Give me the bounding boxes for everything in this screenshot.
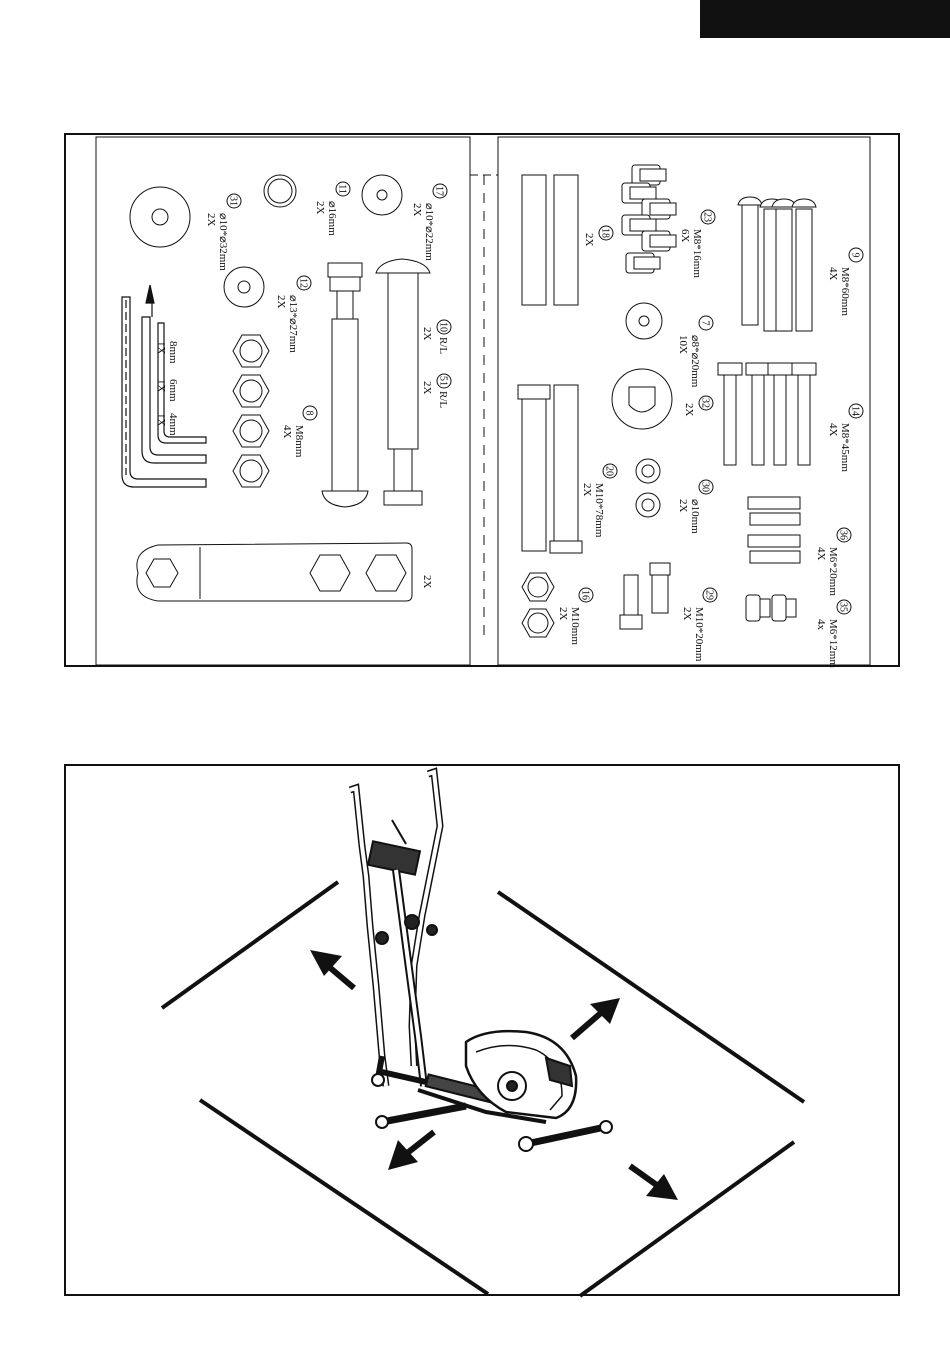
part-size-9: M8*60mm [839, 267, 851, 316]
arrow-down-left-icon [388, 1132, 434, 1170]
part-number-9: 9 [850, 253, 861, 258]
allen-key-qty-4: 1X [155, 413, 167, 427]
part-number-51: 51 [438, 376, 449, 386]
part-qty-32: 2X [683, 403, 695, 417]
wrench-tool [137, 543, 412, 601]
axle-bolt-10 [322, 263, 368, 507]
part-size-29: M10*20mm [693, 607, 705, 662]
plates-18 [522, 175, 578, 305]
arrow-up-right-icon [572, 998, 620, 1038]
bolts-29 [620, 563, 670, 629]
part-size-11: ⌀16mm [326, 201, 338, 236]
part-size-30: ⌀10mm [689, 499, 701, 534]
wrench-qty: 2X [421, 575, 433, 589]
part-qty-12: 2X [275, 295, 287, 309]
floor-line-top-left [162, 882, 338, 1008]
part-qty-36: 4X [815, 547, 827, 561]
arrow-down-right-icon [630, 1166, 678, 1200]
part-qty-20: 2X [581, 483, 593, 497]
part-size-20: M10*78mm [593, 483, 605, 538]
bolts-14 [718, 363, 816, 465]
nuts-16 [522, 573, 554, 637]
part-qty-17: 2X [411, 203, 423, 217]
part-qty-8: 4X [281, 425, 293, 439]
part-qty-29: 2X [681, 607, 693, 621]
part-number-32: 32 [700, 398, 711, 408]
part-number-36: 36 [838, 530, 849, 540]
part-number-14: 14 [850, 406, 861, 416]
part-size-23: M8*16mm [691, 229, 703, 278]
part-size-17: ⌀10*⌀22mm [423, 203, 435, 261]
bolts-20 [518, 385, 582, 553]
allen-key-size-6: 6mm [167, 379, 179, 402]
part-number-10: 10 [438, 322, 449, 332]
split-washers-30 [636, 459, 660, 517]
part-size-12: ⌀13*⌀27mm [287, 295, 299, 353]
hardware-parts-panel: 31 ⌀10*⌀32mm 2X 11 ⌀16mm 2X 17 ⌀10*⌀22mm… [64, 133, 900, 667]
arrow-up-left-icon [310, 950, 354, 988]
part-size-16: M10mm [569, 607, 581, 645]
part-qty-51: 2X [421, 381, 433, 395]
part-number-23: 23 [702, 212, 713, 222]
ring-11 [264, 175, 296, 207]
part-number-29: 29 [704, 590, 715, 600]
floor-line-bottom-left [200, 1100, 488, 1294]
washer-31 [130, 187, 190, 247]
part-qty-23: 6X [679, 229, 691, 243]
elliptical-machine [350, 772, 612, 1151]
part-qty-35: 4x [815, 619, 827, 631]
part-size-51: R/L [437, 391, 449, 408]
allen-key-qty-8: 1X [155, 341, 167, 355]
part-size-35: M6*12mm [827, 619, 839, 668]
part-qty-10: 2X [421, 327, 433, 341]
part-number-8: 8 [304, 411, 315, 416]
part-size-36: M6*20mm [827, 547, 839, 596]
part-qty-7: 10X [677, 335, 689, 354]
floor-placement-panel [64, 764, 900, 1296]
part-size-31: ⌀10*⌀32mm [217, 213, 229, 271]
washer-7 [626, 303, 662, 339]
part-qty-11: 2X [314, 201, 326, 215]
washer-17 [362, 175, 402, 215]
bolts-36 [748, 497, 800, 563]
part-number-11: 11 [337, 184, 348, 194]
elliptical-trainer-illustration [66, 766, 902, 1298]
part-number-18: 18 [600, 228, 611, 238]
part-number-20: 20 [604, 466, 615, 476]
part-qty-30: 2X [677, 499, 689, 513]
washer-12 [224, 267, 264, 307]
part-number-35: 35 [838, 602, 849, 612]
part-qty-14: 4X [827, 423, 839, 437]
hex-nuts-8 [233, 335, 269, 487]
part-qty-31: 2X [205, 213, 217, 227]
allen-key-size-8: 8mm [167, 341, 179, 364]
part-size-7: ⌀8*⌀20mm [689, 335, 701, 388]
part-size-14: M8*45mm [839, 423, 851, 472]
bolts-9 [738, 197, 816, 331]
part-number-12: 12 [298, 278, 309, 288]
part-qty-18: 2X [583, 233, 595, 247]
part-number-7: 7 [700, 321, 711, 326]
allen-key-size-4: 4mm [167, 413, 179, 436]
part-size-8: M8mm [293, 425, 305, 458]
part-number-31: 31 [228, 196, 239, 206]
part-number-30: 30 [700, 482, 711, 492]
page-corner-tab [700, 0, 950, 38]
washer-32 [612, 369, 672, 429]
bolts-23 [622, 165, 676, 273]
bolts-35 [746, 595, 796, 621]
part-number-17: 17 [434, 186, 445, 196]
hardware-drawing: 31 ⌀10*⌀32mm 2X 11 ⌀16mm 2X 17 ⌀10*⌀22mm… [66, 135, 902, 669]
part-number-16: 16 [580, 590, 591, 600]
part-size-10: R/L [437, 337, 449, 354]
floor-line-bottom-right [580, 1142, 794, 1296]
part-qty-9: 4X [827, 267, 839, 281]
allen-key-qty-6: 1X [155, 379, 167, 393]
part-qty-16: 2X [557, 607, 569, 621]
